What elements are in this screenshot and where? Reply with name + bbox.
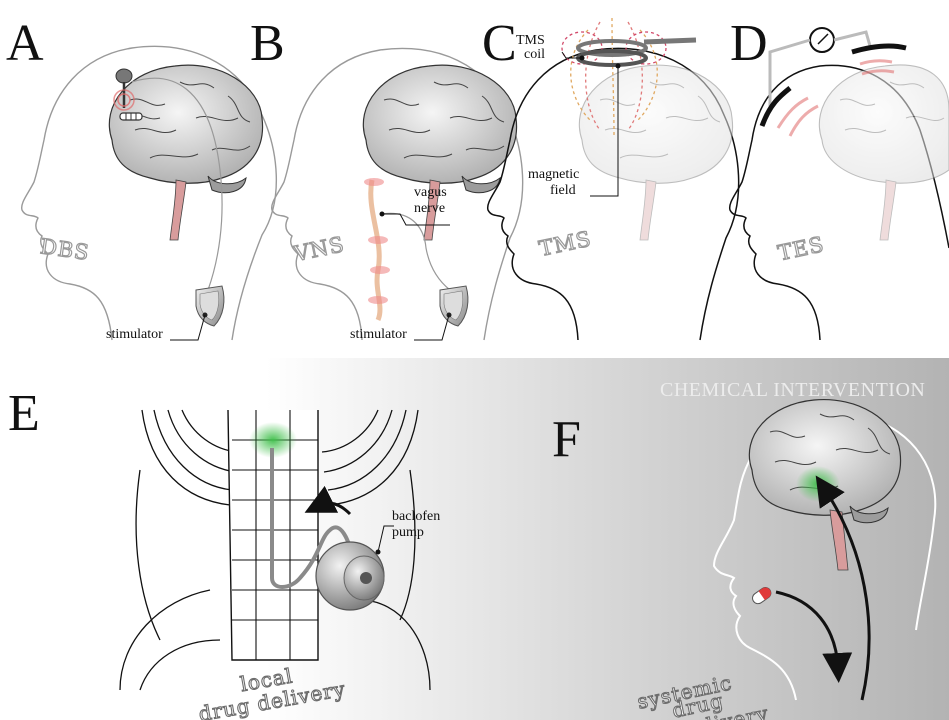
panel-c-tag: TMS (537, 227, 594, 261)
panel-f-letter: F (552, 411, 581, 468)
magnetic-field-line1: magnetic (528, 167, 579, 182)
magnetic-field-marker (616, 64, 621, 69)
vagus-label-line1: vagus (414, 185, 447, 200)
panel-c-letter: C (482, 15, 517, 72)
tms-coil-marker (580, 56, 585, 61)
panel-a-letter: A (6, 15, 44, 72)
panel-a-dbs: A DBS stimulator (6, 15, 276, 342)
stimulator-a-label: stimulator (106, 327, 163, 342)
stimulator-b-leader (414, 315, 449, 340)
panel-c-tms: C TMS coil magnetic field TMS (482, 15, 739, 340)
panel-d-letter: D (730, 15, 768, 72)
stimulator-a-leader (170, 315, 205, 340)
brain-a (109, 65, 262, 240)
baclofen-pump (316, 542, 384, 610)
tms-coil (578, 40, 696, 65)
baclofen-pump-line2: pump (392, 525, 424, 540)
vagus-label-line2: nerve (414, 201, 445, 216)
stimulator-b-label: stimulator (350, 327, 407, 342)
panel-d-tag: TES (776, 232, 827, 265)
stimulator-a (196, 286, 224, 326)
baclofen-pump-line1: baclofen (392, 509, 440, 524)
panel-b-letter: B (250, 15, 285, 72)
panel-b-tag: VNS (291, 232, 347, 266)
tes-electrode-left (762, 88, 790, 126)
panel-d-tes: D TES (730, 15, 949, 340)
drug-target-glow-f (796, 466, 840, 502)
chemical-intervention-banner: CHEMICAL INTERVENTION (660, 379, 925, 401)
panel-e-letter: E (8, 385, 40, 442)
brain-d (819, 65, 949, 240)
magnetic-field-line2: field (550, 183, 576, 198)
tes-electrode-right (852, 46, 906, 52)
tms-coil-line1: TMS (516, 33, 545, 48)
stimulator-b (440, 286, 468, 326)
tms-coil-line2: coil (524, 47, 545, 62)
brain-c (579, 65, 732, 240)
